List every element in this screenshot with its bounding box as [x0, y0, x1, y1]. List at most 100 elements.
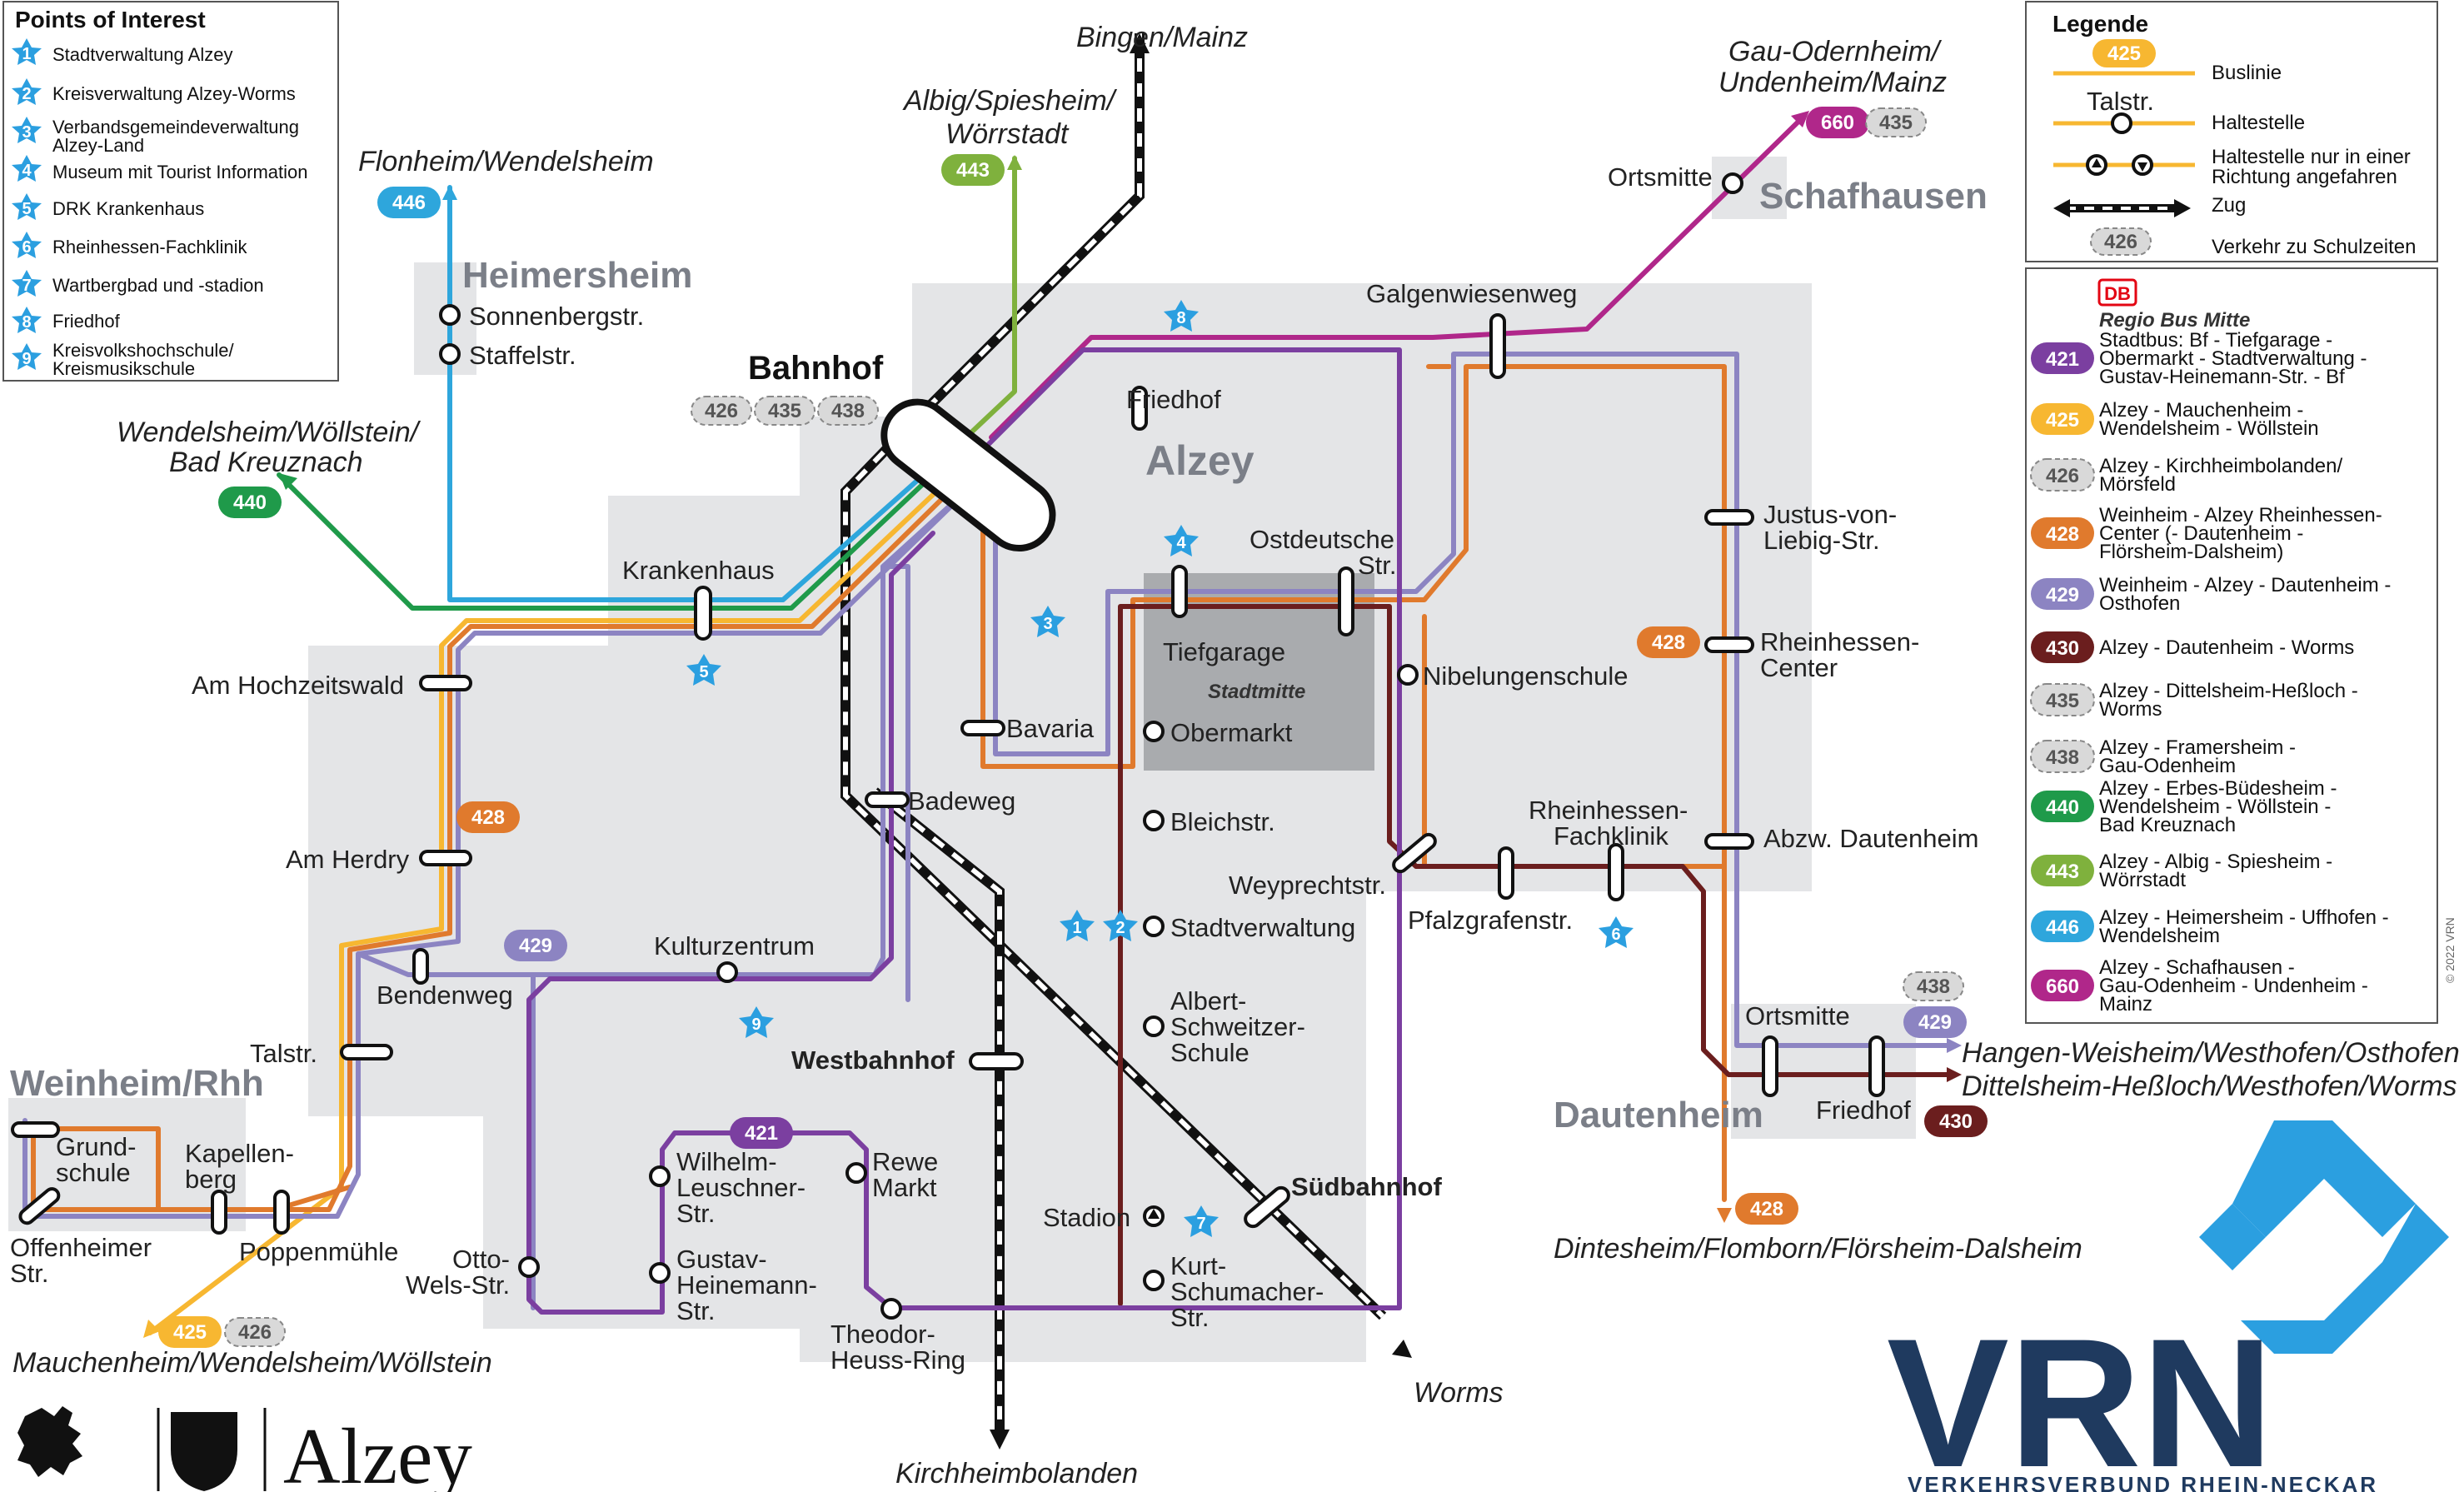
svg-text:Str.: Str. [1170, 1303, 1210, 1332]
svg-text:429: 429 [519, 935, 552, 957]
svg-text:Bleichstr.: Bleichstr. [1170, 807, 1275, 836]
svg-text:428: 428 [1750, 1198, 1783, 1220]
badge-438-dautenheim: 438 [1903, 971, 1964, 1001]
line-description: Wendelsheim [2099, 925, 2220, 947]
line-badge-number: 435 [2046, 690, 2079, 712]
svg-text:Str.: Str. [676, 1199, 716, 1228]
svg-text:Friedhof: Friedhof [52, 311, 121, 332]
svg-text:430: 430 [1939, 1110, 1973, 1133]
svg-text:Bendenweg: Bendenweg [377, 981, 513, 1010]
svg-text:8: 8 [22, 313, 31, 332]
svg-text:Poppenmühle: Poppenmühle [239, 1237, 398, 1266]
poi-star-8-map: 8 [1164, 300, 1199, 332]
svg-text:2: 2 [1115, 919, 1125, 937]
line-badge-446 [2031, 911, 2094, 942]
line-description: Alzey - Mauchenheim - [2099, 399, 2303, 422]
town-heimersheim: Heimersheim [462, 255, 692, 296]
poi-star-2-map: 2 [1103, 910, 1138, 941]
line-description: Alzey - Heimersheim - Uffhofen - [2099, 906, 2389, 929]
badge-438-bf: 438 [817, 396, 879, 426]
svg-text:Bavaria: Bavaria [1006, 714, 1095, 743]
svg-text:Gustav-: Gustav- [676, 1245, 767, 1274]
legend-box: Legende 425 Buslinie Talstr. Haltestelle… [2025, 1, 2438, 262]
stadtmitte-label: Stadtmitte [1208, 681, 1305, 703]
svg-text:Weyprechtstr.: Weyprechtstr. [1229, 871, 1386, 900]
map-badges: 446 443 440 660 435 426 435 438 428 428 … [158, 107, 1988, 1348]
svg-text:DB: DB [2104, 283, 2131, 304]
svg-text:Kurt-: Kurt- [1170, 1251, 1226, 1280]
line-badge-428 [2031, 517, 2094, 549]
svg-text:9: 9 [751, 1015, 761, 1034]
svg-text:Rheinhessen-: Rheinhessen- [1760, 627, 1919, 656]
line-description: Alzey - Kirchheimbolanden/ [2099, 455, 2342, 477]
svg-text:435: 435 [1879, 112, 1913, 134]
svg-text:Richtung angefahren: Richtung angefahren [2212, 166, 2397, 188]
line-badge-number: 421 [2046, 348, 2079, 371]
poi-star-7-map: 7 [1184, 1205, 1219, 1237]
line-430 [1118, 604, 1956, 1306]
svg-text:428: 428 [1652, 631, 1685, 654]
svg-text:Regio Bus Mitte: Regio Bus Mitte [2099, 309, 2250, 332]
svg-text:Museum mit Tourist Information: Museum mit Tourist Information [52, 162, 307, 182]
poi-star-3-map: 3 [1030, 606, 1065, 637]
badge-435-bf: 435 [754, 396, 816, 426]
svg-text:Galgenwiesenweg: Galgenwiesenweg [1366, 279, 1577, 308]
line-badge-660 [2031, 970, 2094, 1001]
svg-text:1: 1 [22, 45, 31, 63]
poi-star-1-map: 1 [1060, 910, 1095, 941]
line-description: Mainz [2099, 993, 2152, 1015]
svg-text:3: 3 [1043, 615, 1052, 633]
line-badge-421 [2031, 342, 2094, 374]
line-description: Alzey - Framersheim - [2099, 736, 2296, 759]
label-suedbahnhof: Südbahnhof [1291, 1172, 1442, 1201]
svg-text:438: 438 [831, 400, 865, 422]
svg-text:Mauchenheim/Wendelsheim/Wöllst: Mauchenheim/Wendelsheim/Wöllstein [12, 1347, 492, 1379]
svg-text:Center: Center [1760, 653, 1838, 682]
badge-660: 660 [1806, 107, 1869, 138]
svg-text:Gau-Odernheim/: Gau-Odernheim/ [1728, 36, 1943, 67]
legend-title: Legende [2053, 11, 2148, 37]
line-description: Weinheim - Alzey Rheinhessen- [2099, 504, 2382, 526]
svg-text:Albert-: Albert- [1170, 986, 1246, 1015]
svg-text:Tiefgarage: Tiefgarage [1163, 637, 1285, 666]
svg-text:Bad Kreuznach: Bad Kreuznach [169, 447, 363, 478]
badge-426-south: 426 [224, 1317, 286, 1347]
badge-421: 421 [730, 1117, 793, 1149]
svg-text:Rewe: Rewe [872, 1147, 938, 1176]
svg-text:Schumacher-: Schumacher- [1170, 1277, 1324, 1306]
svg-text:Stadtverwaltung Alzey: Stadtverwaltung Alzey [52, 44, 232, 65]
svg-text:Str.: Str. [1358, 551, 1397, 580]
svg-text:Staffelstr.: Staffelstr. [469, 341, 576, 370]
line-description: Alzey - Schafhausen - [2099, 956, 2295, 979]
svg-text:Wels-Str.: Wels-Str. [406, 1270, 510, 1300]
line-description: Worms [2099, 698, 2162, 721]
svg-text:Friedhof: Friedhof [1126, 385, 1221, 414]
badge-425-south: 425 [158, 1316, 222, 1348]
badge-430: 430 [1924, 1105, 1988, 1137]
svg-text:Talstr.: Talstr. [250, 1039, 317, 1068]
line-description: Flörsheim-Dalsheim) [2099, 541, 2283, 563]
stadion-oneway-marker [1148, 1209, 1160, 1219]
badge-429-dautenheim: 429 [1903, 1006, 1967, 1038]
lion-emblem-icon [17, 1406, 82, 1477]
svg-text:Heuss-Ring: Heuss-Ring [830, 1345, 965, 1375]
svg-text:1: 1 [1072, 919, 1081, 937]
destination-labels: Bingen/Mainz Albig/Spiesheim/ Wörrstadt … [12, 22, 2460, 1490]
svg-text:Leuschner-: Leuschner- [676, 1173, 806, 1202]
svg-text:Undenheim/Mainz: Undenheim/Mainz [1718, 67, 1947, 98]
svg-text:660: 660 [1821, 112, 1854, 134]
line-description: Gustav-Heinemann-Str. - Bf [2099, 366, 2345, 388]
line-440 [277, 468, 940, 611]
